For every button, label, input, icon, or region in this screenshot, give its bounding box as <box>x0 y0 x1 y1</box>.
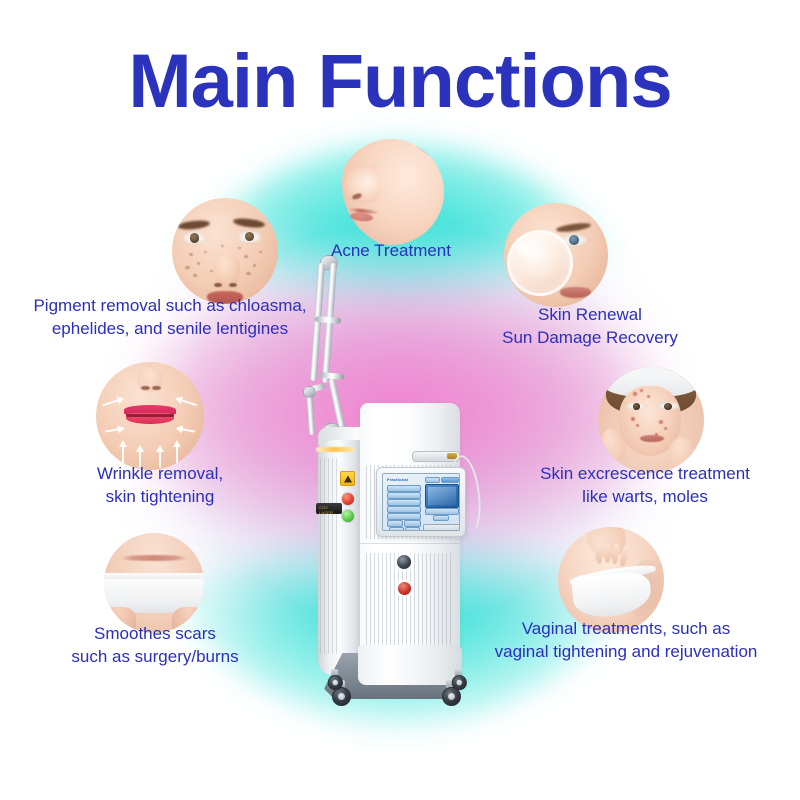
feature-image-pigment-removal <box>172 198 278 304</box>
fractional-co2-laser-machine: CO2 LASER Fractional <box>300 255 500 710</box>
machine-front-panel <box>360 403 460 675</box>
feature-image-skin-excrescence <box>598 367 704 473</box>
feature-caption-wrinkle-removal: Wrinkle removal, skin tightening <box>96 464 224 507</box>
laser-warning-icon <box>340 471 355 486</box>
brand-nameplate-text: CO2 LASER <box>319 505 334 515</box>
emergency-stop-button[interactable] <box>341 492 355 506</box>
photo-face-magnifier <box>504 203 608 307</box>
power-on-button[interactable] <box>341 509 355 523</box>
machine-base-front <box>358 645 462 685</box>
footswitch-port[interactable] <box>398 582 411 595</box>
feature-caption-pigment-removal: Pigment removal such as chloasma, epheli… <box>33 296 307 339</box>
feature-caption-skin-renewal: Skin Renewal Sun Damage Recovery <box>502 305 678 348</box>
photo-lips-lifting-arrows <box>96 362 204 470</box>
photo-face-profile-laser <box>338 139 444 245</box>
indicator-light-strip <box>316 447 354 452</box>
feature-image-wrinkle-removal <box>96 362 204 470</box>
side-vents <box>320 458 340 654</box>
photo-abdominal-scar <box>104 533 204 633</box>
page-title: Main Functions <box>128 39 672 124</box>
feature-caption-skin-excrescence: Skin excrescence treatment like warts, m… <box>540 464 750 507</box>
caster-wheel-rear-right <box>451 669 467 691</box>
control-screen[interactable]: Fractional <box>382 473 460 531</box>
front-vents-lower <box>366 553 454 653</box>
feature-caption-smoothes-scars: Smoothes scars such as surgery/burns <box>71 624 239 667</box>
feature-image-smoothes-scars <box>104 533 204 633</box>
mode-selector-knob[interactable] <box>397 555 411 569</box>
feature-image-acne-treatment <box>338 139 444 245</box>
feature-image-skin-renewal <box>504 203 608 307</box>
feature-caption-acne-treatment: Acne Treatment <box>330 241 451 260</box>
caster-wheel-rear-left <box>327 669 343 691</box>
photo-woman-towel-blemishes <box>598 367 704 473</box>
control-screen-bezel: Fractional <box>376 467 466 537</box>
arm-branch-joint <box>303 386 316 398</box>
brand-nameplate: CO2 LASER <box>316 503 342 515</box>
photo-face-freckles <box>172 198 278 304</box>
screen-title: Fractional <box>387 477 409 482</box>
feature-caption-vaginal-treatments: Vaginal treatments, such as vaginal tigh… <box>494 619 758 662</box>
